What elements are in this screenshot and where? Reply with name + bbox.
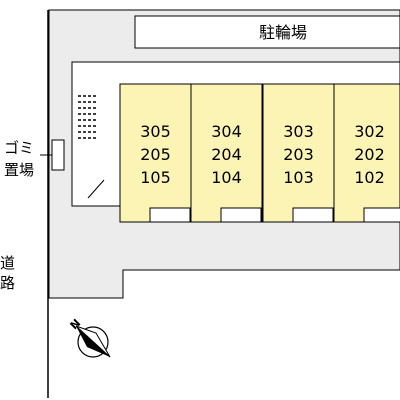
unit-number-bottom: 103	[283, 168, 314, 187]
unit-number-top: 305	[140, 122, 171, 141]
garbage-area	[51, 139, 65, 171]
unit-entrance	[149, 207, 191, 223]
unit-block	[190, 83, 263, 223]
garbage-label-top: ゴミ	[4, 139, 34, 157]
compass-needle-half	[75, 325, 111, 358]
road-label-top: 道	[0, 254, 15, 272]
unit-block	[333, 83, 400, 223]
entrance-line	[87, 179, 105, 199]
unit-number-middle: 205	[140, 145, 171, 164]
road-label-bottom: 路	[0, 274, 15, 292]
unit-number-bottom: 105	[140, 168, 171, 187]
north-arrow: N	[67, 316, 111, 358]
units: 305 205 105 304 204 104 303 203 103 302 202 102	[119, 83, 400, 223]
staircase	[78, 95, 98, 139]
unit-entrance	[363, 207, 400, 223]
unit-number-middle: 202	[354, 145, 385, 164]
unit-number-top: 303	[283, 122, 314, 141]
garbage-label-bottom: 置場	[4, 161, 34, 179]
unit-number-top: 304	[211, 122, 242, 141]
unit-number-middle: 204	[211, 145, 242, 164]
unit-number-bottom: 102	[354, 168, 385, 187]
unit-number-middle: 203	[283, 145, 314, 164]
unit-entrance	[220, 207, 262, 223]
bicycle-parking-area	[134, 15, 400, 49]
unit-number-top: 302	[354, 122, 385, 141]
unit-number-bottom: 104	[211, 168, 242, 187]
bicycle-parking-label: 駐輪場	[259, 23, 307, 42]
unit-entrance	[292, 207, 334, 223]
